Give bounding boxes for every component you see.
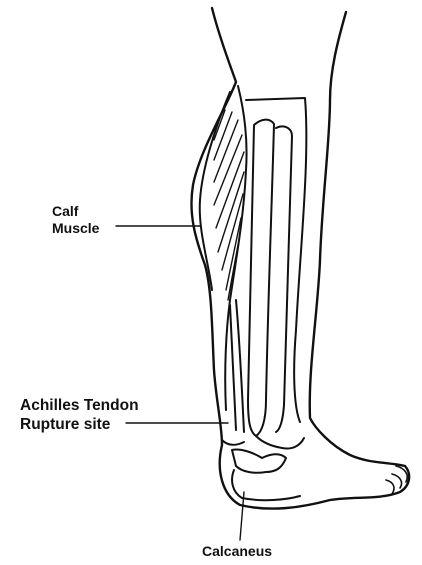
- achilles-tendon-label-line1: Achilles Tendon: [20, 396, 139, 415]
- leg-outline: [191, 8, 409, 509]
- calcaneus-label-text: Calcaneus: [202, 543, 272, 560]
- achilles-tendon-label-line2: Rupture site: [20, 415, 139, 434]
- calf-muscle-hatching: [214, 110, 244, 300]
- calcaneus-pointer: [240, 492, 244, 540]
- calf-muscle-label: Calf Muscle: [52, 203, 99, 237]
- calf-muscle-label-line2: Muscle: [52, 220, 99, 237]
- calf-muscle-label-line1: Calf: [52, 203, 99, 220]
- calcaneus-label: Calcaneus: [202, 543, 272, 560]
- calcaneus-bone: [232, 449, 300, 500]
- achilles-tendon-label: Achilles Tendon Rupture site: [20, 396, 139, 434]
